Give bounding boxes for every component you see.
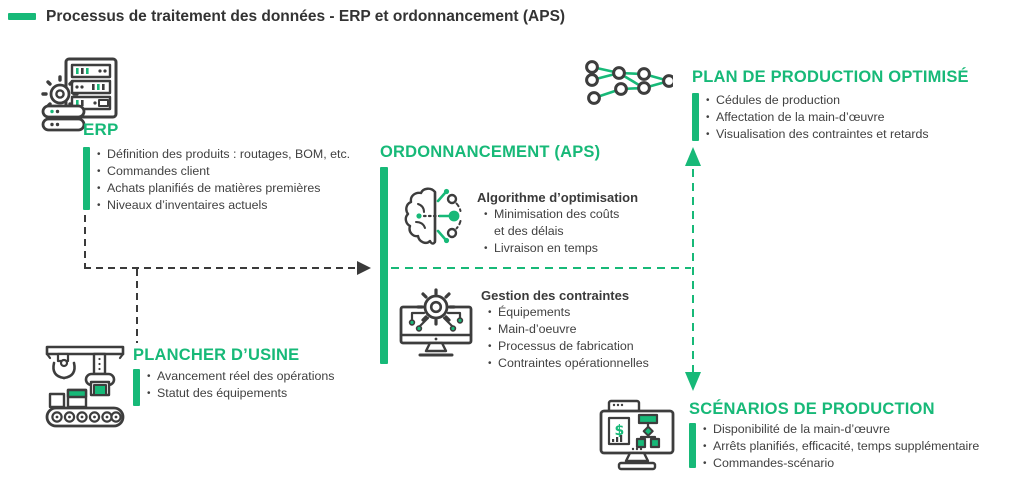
network-graph-icon bbox=[577, 57, 673, 113]
aps-arrowhead-icon bbox=[357, 261, 371, 275]
list-item: Achats planifiés de matières premières bbox=[96, 180, 396, 197]
gestion-title: Gestion des contraintes bbox=[481, 288, 630, 303]
list-item: Cédules de production bbox=[705, 92, 1005, 109]
list-item: Niveaux d’inventaires actuels bbox=[96, 197, 396, 214]
brain-network-icon bbox=[404, 184, 466, 254]
aps-output-connector bbox=[391, 267, 691, 269]
plancher-accent-bar bbox=[133, 369, 140, 406]
gestion-list: Équipements Main-d’oeuvre Processus de f… bbox=[487, 304, 697, 372]
list-item: Équipements bbox=[487, 304, 697, 321]
title-dash bbox=[8, 13, 36, 20]
factory-conveyor-icon bbox=[44, 338, 126, 432]
plan-accent-bar bbox=[692, 93, 699, 141]
erp-accent-bar bbox=[83, 147, 90, 210]
list-item: Contraintes opérationnelles bbox=[487, 355, 697, 372]
algorithme-title: Algorithme d’optimisation bbox=[477, 190, 639, 205]
scenarios-accent-bar bbox=[689, 423, 696, 468]
erp-title: ERP bbox=[83, 120, 119, 139]
list-item: Visualisation des contraintes et retards bbox=[705, 126, 1005, 143]
list-item: Avancement réel des opérations bbox=[146, 368, 386, 385]
to-scenarios-arrowhead-icon bbox=[685, 372, 701, 391]
monitor-gear-icon bbox=[399, 287, 473, 361]
list-item: Arrêts planifiés, efficacité, temps supp… bbox=[702, 438, 1020, 455]
erp-down-connector bbox=[84, 215, 86, 268]
list-item: Livraison en temps bbox=[483, 240, 633, 257]
plancher-list: Avancement réel des opérations Statut de… bbox=[146, 368, 386, 402]
page-title: Processus de traitement des données - ER… bbox=[46, 8, 566, 25]
plan-list: Cédules de production Affectation de la … bbox=[705, 92, 1005, 143]
svg-text:$: $ bbox=[615, 423, 625, 439]
list-item: Commandes-scénario bbox=[702, 455, 1020, 472]
list-item: Commandes client bbox=[96, 163, 396, 180]
erp-server-icon bbox=[40, 56, 120, 132]
list-item: Processus de fabrication bbox=[487, 338, 697, 355]
erp-list: Définition des produits : routages, BOM,… bbox=[96, 146, 396, 214]
scenarios-list: Disponibilité de la main-d’œuvre Arrêts … bbox=[702, 421, 1020, 472]
list-item: Main-d’oeuvre bbox=[487, 321, 697, 338]
algorithme-list: Minimisation des coûts et des délais Liv… bbox=[483, 206, 633, 257]
to-plan-arrowhead-icon bbox=[685, 147, 701, 166]
list-item: Affectation de la main-d’œuvre bbox=[705, 109, 1005, 126]
inputs-to-aps-connector bbox=[84, 267, 357, 269]
list-item: Définition des produits : routages, BOM,… bbox=[96, 146, 396, 163]
plan-scenarios-connector bbox=[692, 169, 694, 372]
list-item: Minimisation des coûts et des délais bbox=[483, 206, 633, 240]
plancher-up-connector bbox=[136, 269, 138, 343]
list-item: Statut des équipements bbox=[146, 385, 386, 402]
monitor-scenario-icon: $ bbox=[597, 399, 679, 483]
plan-title: PLAN DE PRODUCTION OPTIMISÉ bbox=[692, 68, 969, 86]
ordonnancement-accent-bar bbox=[380, 167, 388, 364]
list-item: Disponibilité de la main-d’œuvre bbox=[702, 421, 1020, 438]
ordonnancement-title: ORDONNANCEMENT (APS) bbox=[380, 143, 601, 161]
plancher-title: PLANCHER D’USINE bbox=[133, 346, 300, 364]
scenarios-title: SCÉNARIOS DE PRODUCTION bbox=[689, 400, 935, 418]
